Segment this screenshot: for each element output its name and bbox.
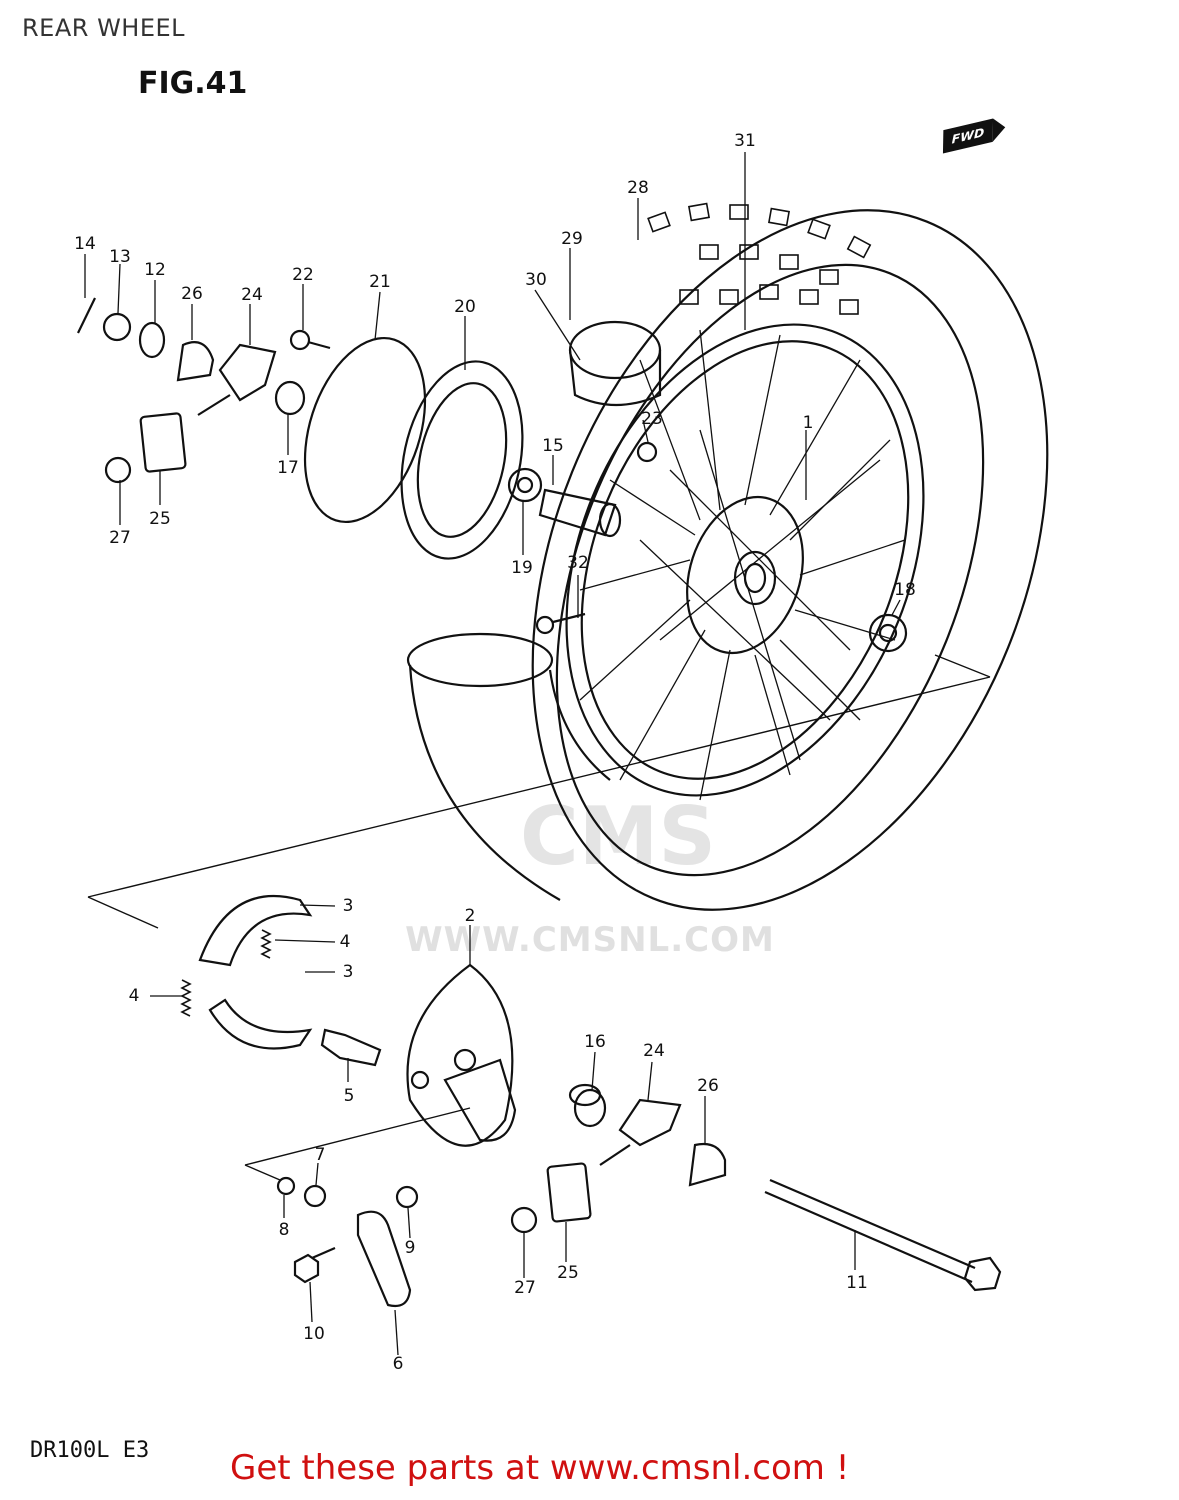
bolt-10 <box>293 1246 336 1284</box>
callout-8: 8 <box>278 1220 290 1240</box>
callout-1: 1 <box>802 413 814 433</box>
model-code: DR100L E3 <box>30 1438 150 1463</box>
callout-10: 10 <box>303 1324 325 1344</box>
rear-tire <box>531 202 1049 911</box>
callout-18: 18 <box>894 580 916 600</box>
callout-4: 4 <box>128 986 140 1006</box>
callout-23: 23 <box>641 409 663 429</box>
cotter-pin <box>77 297 96 334</box>
callout-21: 21 <box>369 272 391 292</box>
watermark-url: WWW.CMSNL.COM <box>405 920 775 960</box>
callout-25: 25 <box>557 1263 579 1283</box>
callout-16: 16 <box>584 1032 606 1052</box>
callout-20: 20 <box>454 297 476 317</box>
callout-19: 19 <box>511 558 533 578</box>
brake-arm <box>356 1210 412 1308</box>
callout-12: 12 <box>144 260 166 280</box>
inner-tube <box>568 320 662 407</box>
callout-14: 14 <box>74 234 96 254</box>
collar-16 <box>568 1083 607 1128</box>
page-title: REAR WHEEL <box>22 14 186 42</box>
springs <box>180 929 272 1017</box>
leader-lines <box>84 152 901 1356</box>
figure-label: FIG.41 <box>138 66 248 101</box>
collar-17 <box>274 380 306 416</box>
callout-22: 22 <box>292 265 314 285</box>
tire-cutaway <box>406 632 611 901</box>
callout-11: 11 <box>846 1273 868 1293</box>
callout-2: 2 <box>464 906 476 926</box>
bearing-18 <box>868 613 908 653</box>
sprocket-mount-plate <box>303 336 427 524</box>
callout-32: 32 <box>567 553 589 573</box>
chain-adjuster-lower <box>599 1098 682 1166</box>
callout-3: 3 <box>342 962 354 982</box>
callout-13: 13 <box>109 247 131 267</box>
washer-8 <box>276 1176 296 1196</box>
spacer <box>538 488 622 538</box>
callout-6: 6 <box>392 1354 404 1374</box>
callout-5: 5 <box>343 1086 355 1106</box>
callout-9: 9 <box>404 1238 416 1258</box>
brake-shoes <box>198 894 313 1050</box>
chain-adjuster-stopper-upper <box>176 341 215 382</box>
callout-15: 15 <box>542 436 564 456</box>
nut-23 <box>636 441 658 463</box>
callout-17: 17 <box>277 458 299 478</box>
callout-7: 7 <box>314 1145 326 1165</box>
callout-27: 27 <box>109 528 131 548</box>
nut-9 <box>395 1185 419 1209</box>
callout-4: 4 <box>339 932 351 952</box>
callout-25: 25 <box>149 509 171 529</box>
bolt-22 <box>289 329 331 351</box>
callout-29: 29 <box>561 229 583 249</box>
axle-nut-13 <box>102 312 132 342</box>
watermark-logo: CMS <box>520 790 716 883</box>
bearing-19 <box>507 467 543 503</box>
adjuster-block-lower <box>546 1162 592 1223</box>
callout-26: 26 <box>697 1076 719 1096</box>
brake-cam <box>320 1028 382 1067</box>
sprocket <box>400 360 524 560</box>
nut-27-lower <box>510 1206 538 1234</box>
washer-12 <box>138 321 166 359</box>
callout-24: 24 <box>643 1041 665 1061</box>
callout-30: 30 <box>525 270 547 290</box>
adjuster-block-upper <box>139 412 187 473</box>
axle <box>764 1178 1002 1292</box>
chain-adjuster-stopper-lower <box>688 1142 727 1187</box>
wheel-rim <box>565 323 925 797</box>
callout-3: 3 <box>342 896 354 916</box>
washer-7 <box>303 1184 327 1208</box>
callout-28: 28 <box>627 178 649 198</box>
callout-26: 26 <box>181 284 203 304</box>
assembly-lines <box>87 654 991 1181</box>
callout-31: 31 <box>734 131 756 151</box>
brake-panel <box>406 963 517 1147</box>
valve-32 <box>535 612 586 635</box>
callout-27: 27 <box>514 1278 536 1298</box>
chain-adjuster-upper <box>197 343 277 416</box>
wheel-spokes <box>579 329 906 801</box>
callout-24: 24 <box>241 285 263 305</box>
nut-27-upper <box>104 456 132 484</box>
cmsnl-parts-link[interactable]: Get these parts at www.cmsnl.com ! <box>230 1448 850 1488</box>
